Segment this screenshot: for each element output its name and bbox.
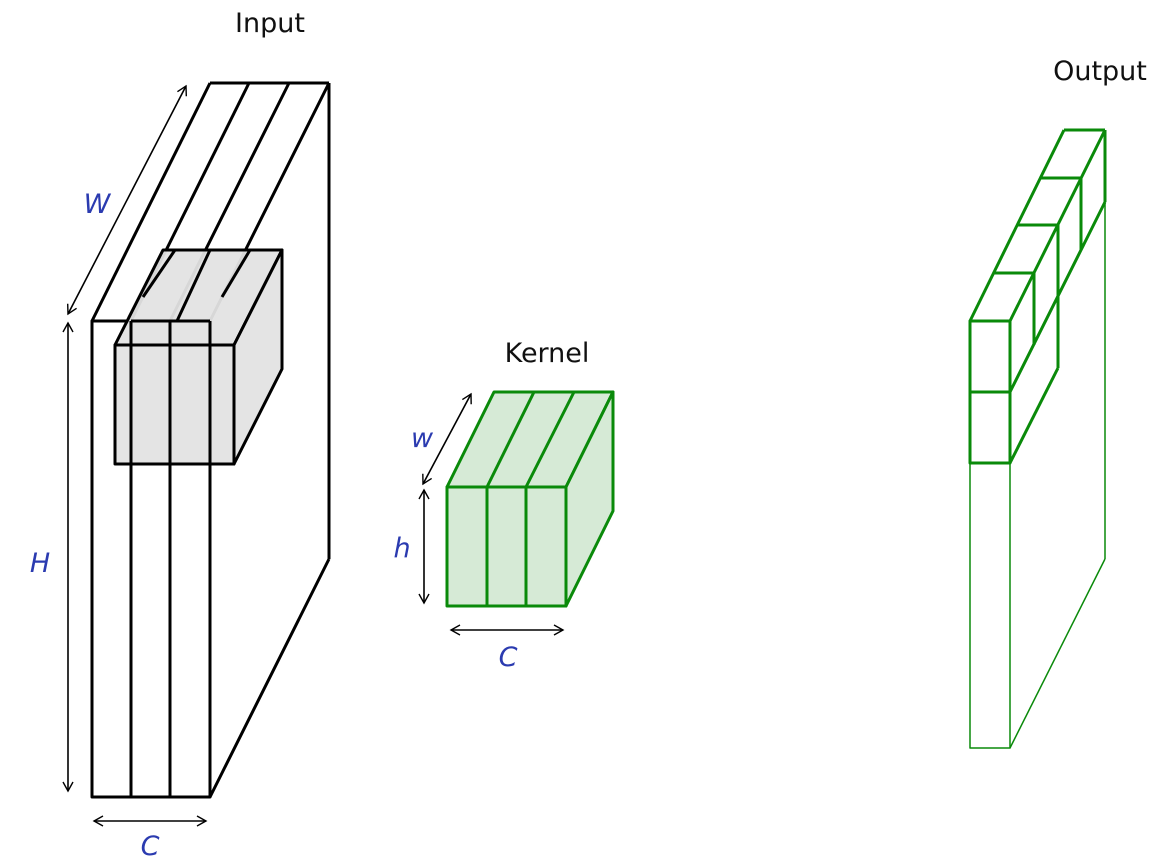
input-height-label: H <box>30 548 50 579</box>
output-cell-front <box>968 390 1012 465</box>
input-bottom-right-edge <box>208 558 331 798</box>
kernel-width-arrow <box>422 392 472 486</box>
output-slab-bottom-edge <box>1009 558 1106 749</box>
kernel-height-label: h <box>393 533 410 564</box>
output-side-diagonal <box>1008 367 1060 464</box>
output-cells <box>968 128 1107 465</box>
output-cell-front <box>968 319 1012 394</box>
input-receptive-window <box>113 248 284 466</box>
kernel-title: Kernel <box>505 338 590 369</box>
window-side-face <box>232 248 284 466</box>
input-title: Input <box>235 8 305 39</box>
input-width-label: W <box>84 189 112 220</box>
output-title: Output <box>1053 56 1147 87</box>
kernel-width-label: w <box>411 423 434 454</box>
window-top-divider <box>220 249 252 298</box>
kernel-channel-label: C <box>499 642 518 673</box>
kernel-top-divider <box>524 391 576 488</box>
kernel-tensor <box>445 390 615 608</box>
kernel-front-face <box>445 485 568 608</box>
output-slab-front <box>969 320 1011 749</box>
window-front-face <box>113 343 236 466</box>
kernel-top-divider <box>485 391 536 488</box>
output-slab <box>969 130 1106 749</box>
input-width-arrow <box>66 84 188 316</box>
output-top-edge <box>968 129 1066 322</box>
input-channel-label: C <box>141 831 160 862</box>
